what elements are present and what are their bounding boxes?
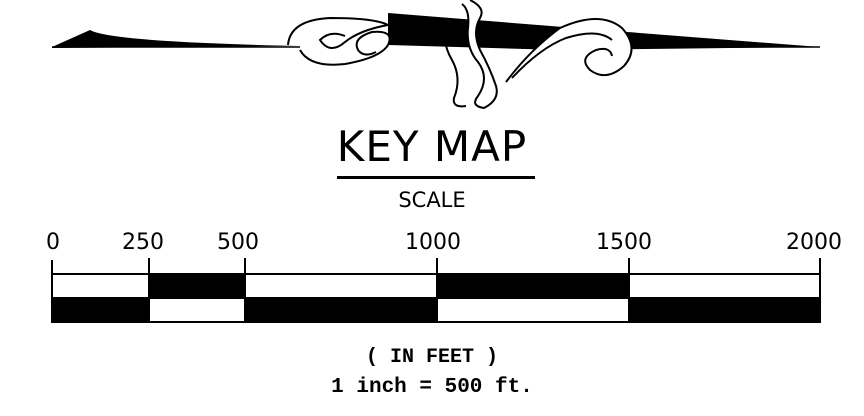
segment-bottom-1000-1500	[436, 297, 630, 323]
tick-label-2000: 2000	[786, 230, 842, 255]
left-wedge	[52, 30, 300, 48]
decorative-scroll-ornament	[52, 0, 820, 110]
segment-bottom-0-250	[51, 297, 150, 323]
segment-top-0-250	[51, 273, 150, 299]
map-title: KEY MAP	[336, 122, 528, 171]
center-ribbon	[461, 0, 498, 110]
segment-top-500-1000	[244, 273, 438, 299]
tick-label-1000: 1000	[405, 230, 461, 255]
segment-bottom-250-500	[148, 297, 246, 323]
scale-heading: SCALE	[398, 188, 466, 212]
scale-ratio-label: 1 inch = 500 ft.	[331, 376, 533, 399]
units-label: ( IN FEET )	[365, 346, 499, 369]
segment-top-250-500	[148, 273, 246, 299]
segment-bottom-500-1000	[244, 297, 438, 323]
tick-label-250: 250	[122, 230, 164, 255]
segment-top-1500-2000	[628, 273, 821, 299]
segment-bottom-1500-2000	[628, 297, 821, 323]
tick-label-1500: 1500	[596, 230, 652, 255]
segment-top-1000-1500	[436, 273, 630, 299]
tick-label-0: 0	[46, 230, 60, 255]
title-underline	[337, 176, 535, 179]
left-scroll	[287, 16, 392, 49]
tick-label-500: 500	[217, 230, 259, 255]
